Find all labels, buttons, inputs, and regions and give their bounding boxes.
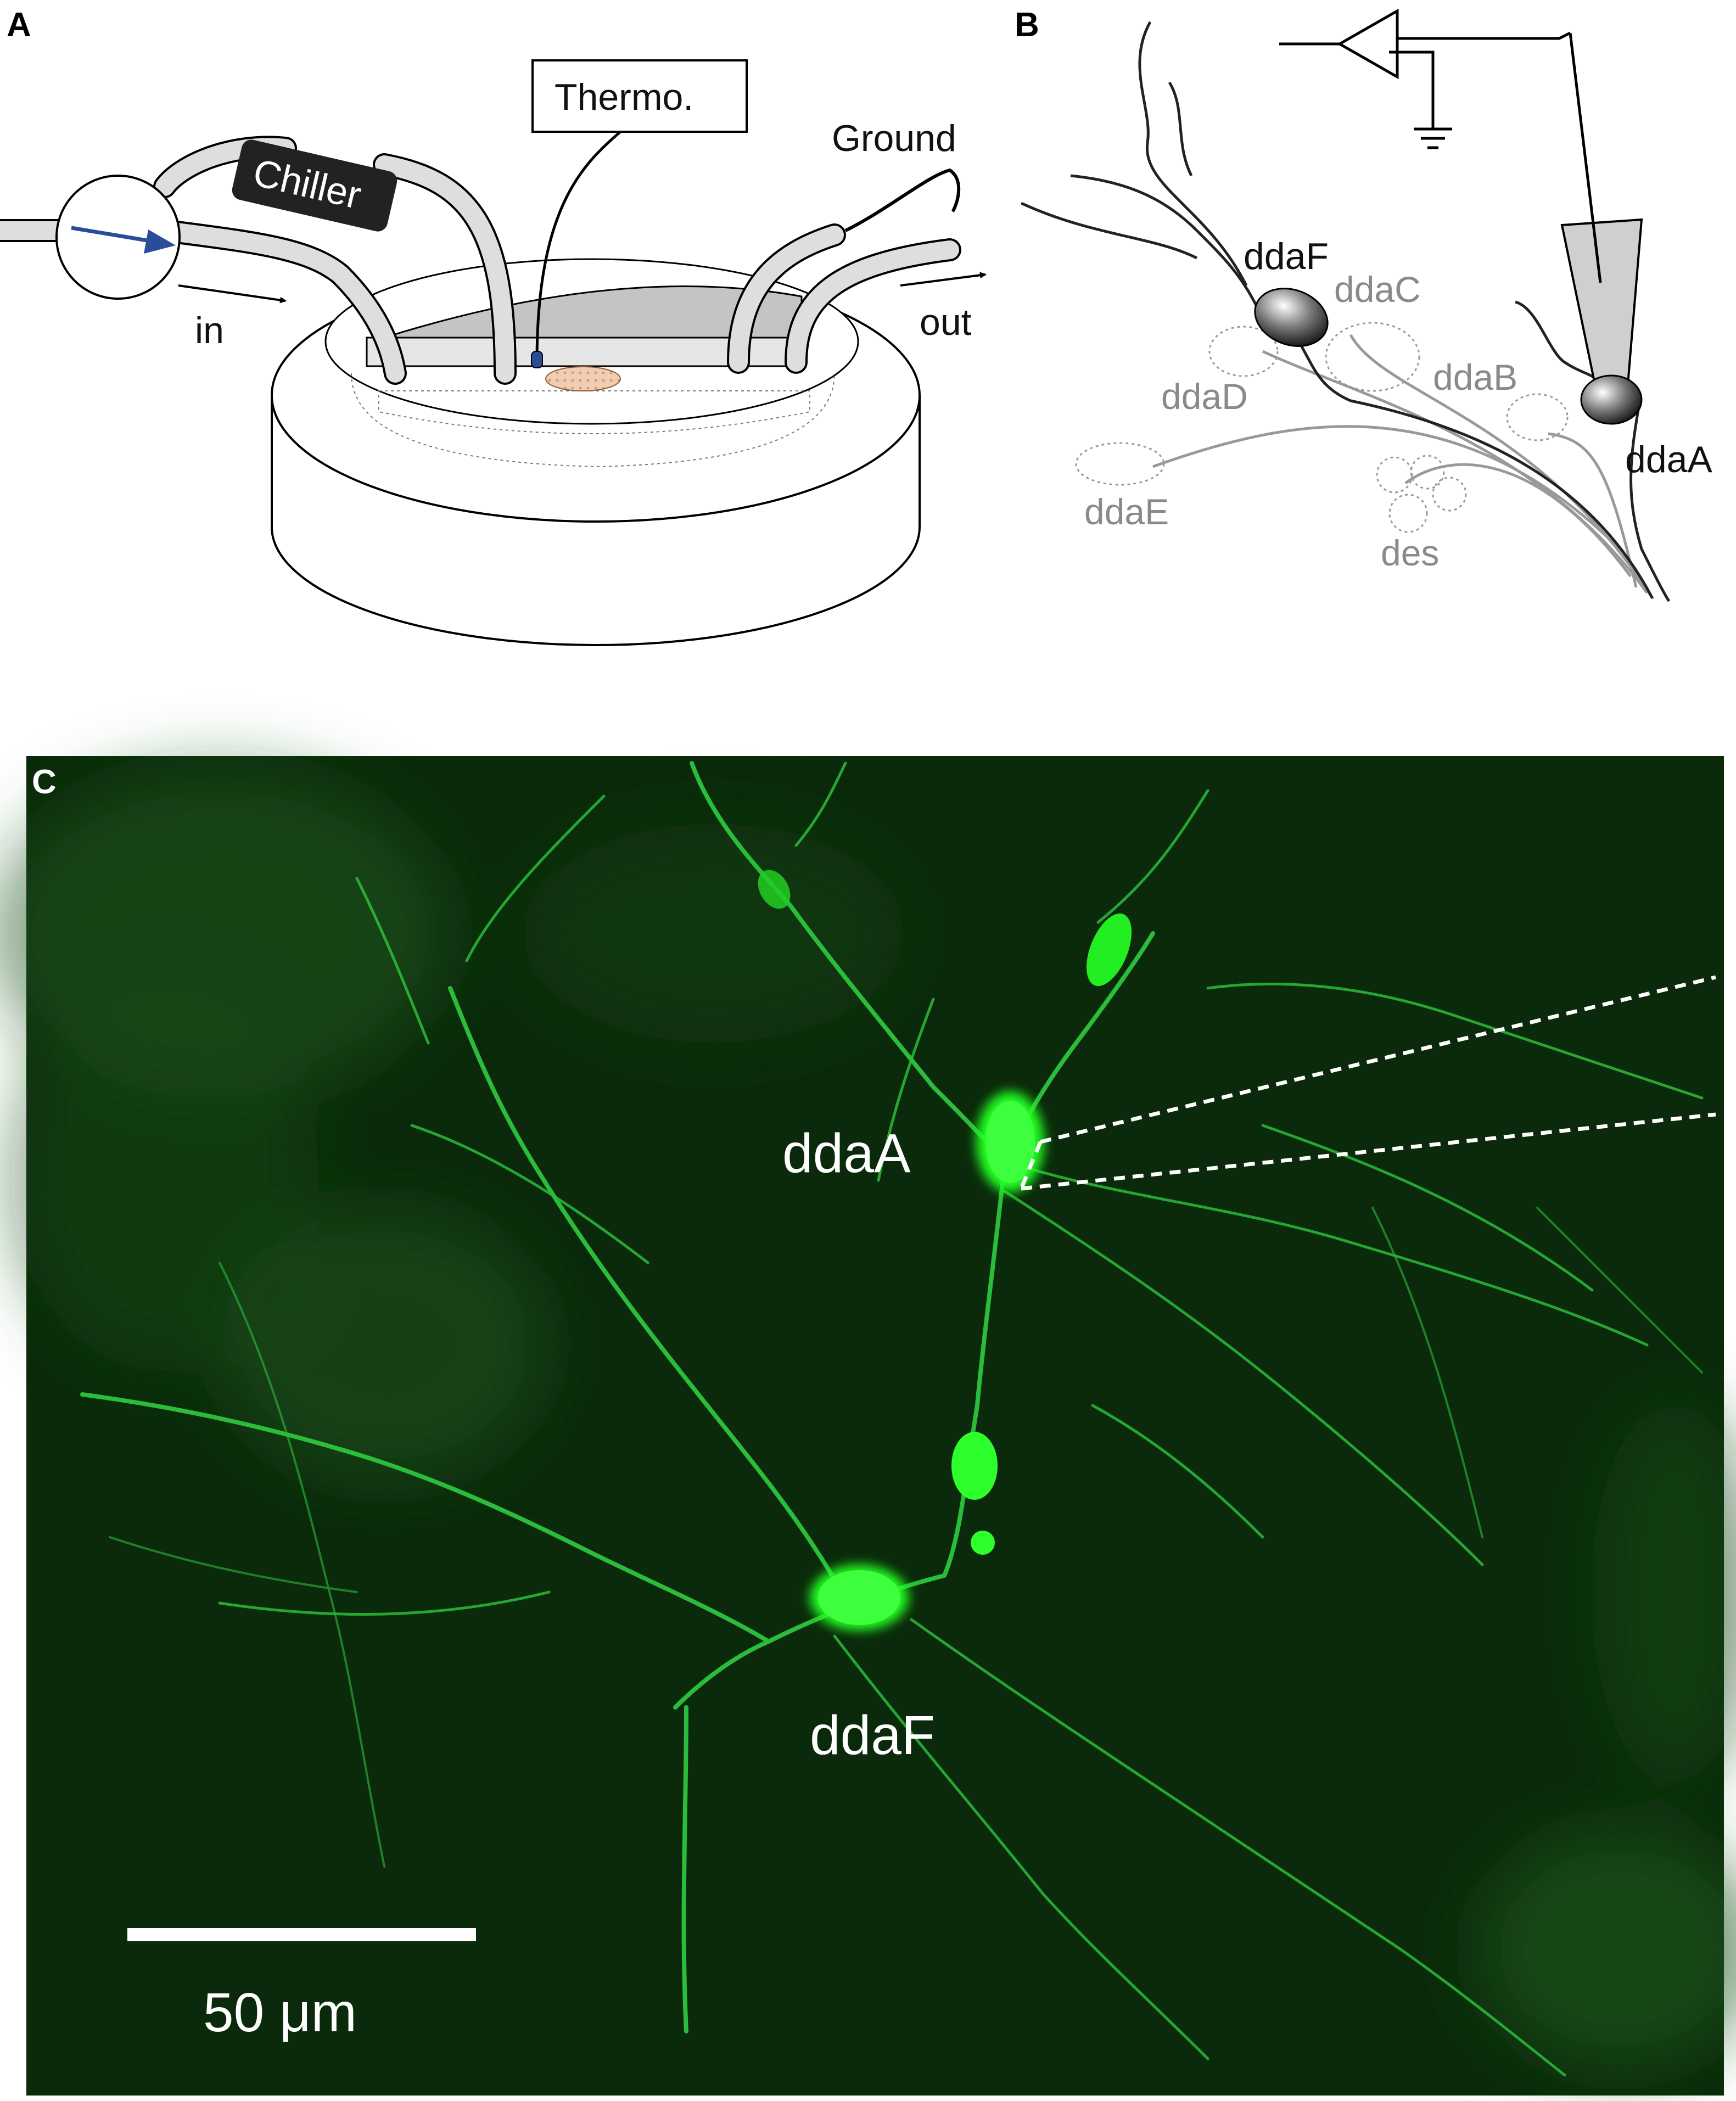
scale-bar: 50 μm	[127, 1928, 476, 2043]
des-soma-2	[1410, 455, 1445, 490]
ddaE-soma	[1075, 442, 1165, 486]
flow-labels: in out	[178, 272, 987, 351]
recording-pipette	[1560, 32, 1643, 385]
larva-prep	[545, 366, 621, 391]
ddaD-label: ddaD	[1161, 376, 1248, 417]
thermo-label: Thermo.	[555, 76, 693, 118]
fluorescent-somata	[758, 870, 1132, 1631]
panel-b-letter: B	[1015, 6, 1039, 44]
ddaA-label: ddaA	[1625, 439, 1712, 480]
ddaF-neurites	[1020, 21, 1654, 600]
ddaB-label: ddaB	[1433, 357, 1517, 397]
ddaA-soma	[1580, 374, 1643, 425]
chiller-box: Chiller	[232, 139, 397, 232]
ddaD-soma	[1208, 326, 1279, 377]
ground-wire: Ground	[832, 117, 961, 232]
cell-top	[758, 870, 791, 909]
ground-label: Ground	[832, 117, 956, 159]
ddaF-soma	[1254, 288, 1329, 347]
other-neurons	[1152, 334, 1654, 600]
scale-bar-label: 50 μm	[203, 1982, 357, 2043]
des-label: des	[1381, 533, 1439, 573]
ddaC-soma	[1325, 322, 1420, 392]
outflow-label: out	[920, 301, 972, 343]
panel-c-letter: C	[32, 763, 57, 801]
des-soma-1	[1376, 456, 1413, 494]
panel-b: B	[1015, 6, 1712, 602]
ddaF-label: ddaF	[1244, 236, 1329, 277]
ddaE-label: ddaE	[1084, 491, 1169, 532]
tissue-autofluorescence	[0, 769, 1736, 2070]
inflow-label: in	[195, 310, 224, 351]
panel-a-letter: A	[7, 6, 31, 44]
panel-c: C ddaA ddaF 50 μm	[0, 756, 1736, 2096]
ddaB-soma	[1506, 393, 1569, 441]
thermometer: Thermo.	[531, 59, 748, 368]
other-neuron-somata	[1075, 322, 1569, 533]
ddaF-micrograph-label: ddaF	[810, 1705, 935, 1766]
small-cell	[971, 1531, 995, 1555]
pipette-outline	[1019, 975, 1716, 1191]
panel-a: A	[0, 6, 987, 646]
upper-cell	[1086, 913, 1132, 987]
ddaA-micrograph-label: ddaA	[782, 1123, 911, 1184]
flow-pump	[55, 175, 181, 300]
middle-cell	[951, 1432, 998, 1500]
des-soma-4	[1432, 477, 1467, 512]
ddaC-label: ddaC	[1334, 269, 1421, 310]
des-soma-3	[1388, 494, 1428, 533]
amplifier	[1279, 8, 1571, 149]
ddaA-neurites	[1515, 300, 1671, 602]
